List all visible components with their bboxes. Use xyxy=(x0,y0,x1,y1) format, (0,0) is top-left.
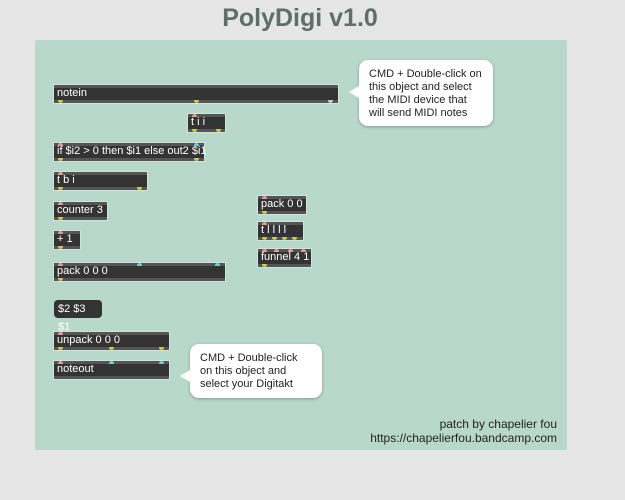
outlet-port[interactable] xyxy=(292,237,297,240)
outlet-port[interactable] xyxy=(109,347,114,350)
outlet-port[interactable] xyxy=(262,264,267,267)
object-plus-1[interactable]: + 1 xyxy=(54,231,80,249)
outlet-port[interactable] xyxy=(58,278,63,281)
outlet-port[interactable] xyxy=(262,237,267,240)
object-label: t i i xyxy=(191,116,206,128)
credit-url[interactable]: https://chapelierfou.bandcamp.com xyxy=(370,431,557,445)
inlet-port[interactable] xyxy=(262,222,267,225)
outlet-port[interactable] xyxy=(272,237,277,240)
outlet-port[interactable] xyxy=(58,217,63,220)
object-notein[interactable]: notein xyxy=(54,85,338,103)
inlet-port[interactable] xyxy=(109,361,114,364)
inlet-port[interactable] xyxy=(262,249,267,252)
inlet-port[interactable] xyxy=(58,332,63,335)
inlet-port[interactable] xyxy=(192,114,197,117)
credit-text: patch by chapelier fou xyxy=(439,417,557,431)
object-label: pack 0 0 xyxy=(261,198,303,210)
object-label: pack 0 0 0 xyxy=(57,265,108,277)
inlet-port[interactable] xyxy=(262,196,267,199)
page-title: PolyDigi v1.0 xyxy=(222,4,378,32)
outlet-port[interactable] xyxy=(328,100,333,103)
callout-noteout: CMD + Double-click on this object and se… xyxy=(180,344,322,398)
inlet-port[interactable] xyxy=(58,143,63,146)
inlet-port[interactable] xyxy=(137,263,142,266)
outlet-port[interactable] xyxy=(137,187,142,190)
object-label: if $i2 > 0 then $i1 else out2 $i1 xyxy=(57,145,207,157)
outlet-port[interactable] xyxy=(58,100,63,103)
inlet-port[interactable] xyxy=(194,143,199,146)
outlet-port[interactable] xyxy=(194,100,199,103)
inlet-port[interactable] xyxy=(274,249,279,252)
object-t-b-i[interactable]: t b i xyxy=(54,172,147,190)
inlet-port[interactable] xyxy=(301,249,306,252)
outlet-port[interactable] xyxy=(216,129,221,132)
outlet-port[interactable] xyxy=(194,158,199,161)
object-label: t l l l l xyxy=(261,224,287,236)
object-unpack[interactable]: unpack 0 0 0 xyxy=(54,332,169,350)
object-label: + 1 xyxy=(57,233,73,245)
outlet-port[interactable] xyxy=(58,187,63,190)
inlet-port[interactable] xyxy=(58,172,63,175)
message-box[interactable]: $2 $3 $1 xyxy=(54,300,102,333)
inlet-port[interactable] xyxy=(215,263,220,266)
outlet-port[interactable] xyxy=(262,211,267,214)
object-label: unpack 0 0 0 xyxy=(57,334,120,346)
object-pack-00[interactable]: pack 0 0 xyxy=(258,196,306,214)
object-counter[interactable]: counter 3 xyxy=(54,202,107,220)
callout-notein: CMD + Double-click on this object and se… xyxy=(349,60,493,126)
inlet-port[interactable] xyxy=(288,249,293,252)
outlet-port[interactable] xyxy=(58,158,63,161)
inlet-port[interactable] xyxy=(58,231,63,234)
inlet-port[interactable] xyxy=(159,361,164,364)
inlet-port[interactable] xyxy=(58,361,63,364)
object-if[interactable]: if $i2 > 0 then $i1 else out2 $i1 xyxy=(54,143,207,161)
object-pack-000[interactable]: pack 0 0 0 xyxy=(54,263,225,281)
outlet-port[interactable] xyxy=(159,347,164,350)
object-label: funnel 4 1 xyxy=(261,251,310,263)
object-label: noteout xyxy=(57,363,94,375)
outlet-port[interactable] xyxy=(58,246,63,249)
object-label: notein xyxy=(57,87,87,99)
object-label: t b i xyxy=(57,174,75,186)
object-t-i-i[interactable]: t i i xyxy=(188,114,225,132)
outlet-port[interactable] xyxy=(282,237,287,240)
inlet-port[interactable] xyxy=(58,263,63,266)
inlet-port[interactable] xyxy=(58,202,63,205)
object-funnel[interactable]: funnel 4 1 xyxy=(258,249,311,267)
outlet-port[interactable] xyxy=(192,129,197,132)
object-noteout[interactable]: noteout xyxy=(54,361,169,379)
object-label: counter 3 xyxy=(57,204,103,216)
outlet-port[interactable] xyxy=(58,347,63,350)
object-t-llll[interactable]: t l l l l xyxy=(258,222,303,240)
